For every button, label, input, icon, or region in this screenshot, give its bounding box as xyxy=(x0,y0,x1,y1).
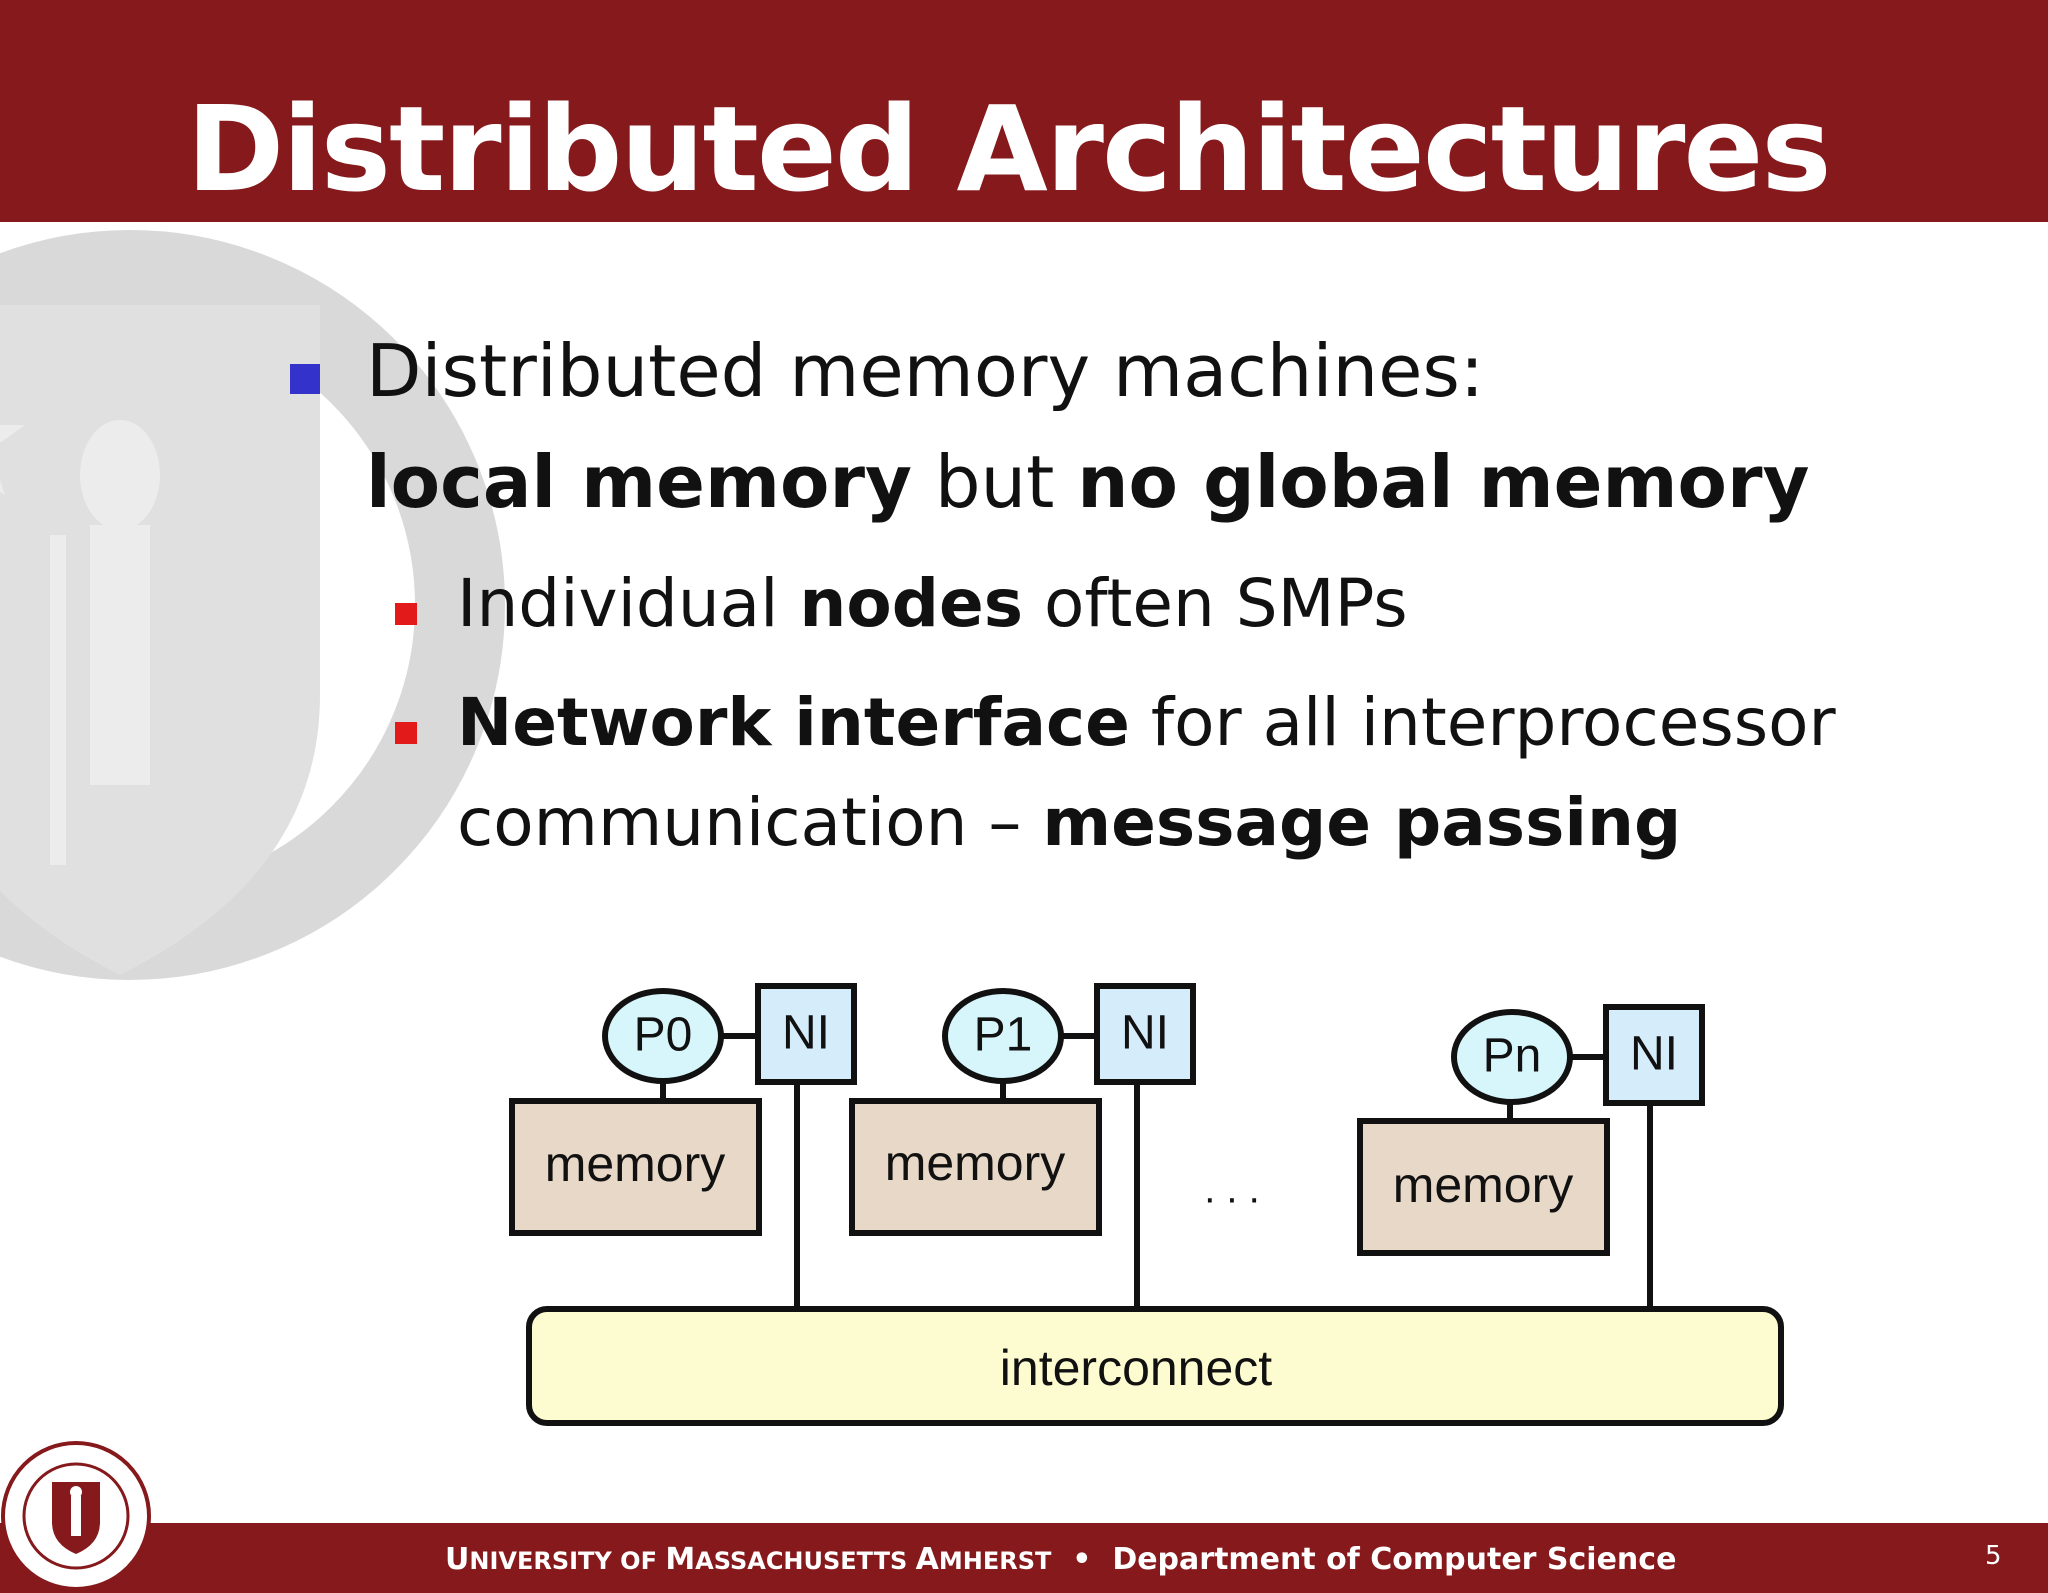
seal-watermark xyxy=(0,230,505,980)
footer-bar xyxy=(0,1523,2048,1593)
sub-bullet-square-icon xyxy=(395,722,417,744)
bullet-1-line-1: Distributed memory machines: xyxy=(366,329,1485,413)
text-individual: Individual xyxy=(457,565,800,642)
network-interface-0-label: NI xyxy=(782,1007,830,1060)
emphasis-nodes: nodes xyxy=(799,565,1024,642)
bullet-square-icon xyxy=(290,364,320,394)
processor-pn-label: Pn xyxy=(1483,1030,1542,1083)
page-number: 5 xyxy=(1985,1541,2002,1571)
footer-mherst: MHERST xyxy=(938,1547,1052,1575)
footer-separator: • xyxy=(1072,1542,1092,1577)
text-but: but xyxy=(911,440,1078,524)
processor-p0 xyxy=(602,988,724,1084)
footer-university: UNIVERSITY OF MASSACHUSETTS AMHERST • De… xyxy=(445,1540,1676,1581)
emphasis-network-interface: Network interface xyxy=(457,684,1130,761)
memory-1-label: memory xyxy=(885,1135,1066,1191)
network-interface-n xyxy=(1603,1004,1705,1106)
text-communication: communication – xyxy=(457,784,1043,861)
sub-bullet-square-icon xyxy=(395,603,417,625)
memory-0-label: memory xyxy=(545,1136,726,1192)
processor-pn xyxy=(1451,1009,1573,1105)
footer-department: Department of Computer Science xyxy=(1112,1542,1677,1577)
footer-a: A xyxy=(915,1542,939,1577)
ellipsis: . . . xyxy=(1204,1168,1260,1212)
text-often-smps: often SMPs xyxy=(1023,565,1408,642)
network-interface-0 xyxy=(755,983,857,1085)
network-interface-n-label: NI xyxy=(1630,1028,1678,1081)
memory-n xyxy=(1357,1118,1610,1256)
footer-u: U xyxy=(445,1542,470,1577)
footer-niversity: NIVERSITY OF xyxy=(469,1547,666,1575)
text-for-all: for all interprocessor xyxy=(1129,684,1836,761)
slide-title: Distributed Architectures xyxy=(186,80,1831,218)
memory-n-label: memory xyxy=(1393,1157,1574,1213)
network-interface-1-label: NI xyxy=(1121,1007,1169,1060)
footer-assachusetts: ASSACHUSETTS xyxy=(695,1547,916,1575)
sub-bullet-nodes: Individual nodes often SMPs xyxy=(457,562,1408,646)
sub-bullet-network-line-1: Network interface for all interprocessor xyxy=(457,681,1836,765)
processor-p1 xyxy=(942,988,1064,1084)
bullet-1-line-2: local memory but no global memory xyxy=(366,437,1809,527)
processor-p1-label: P1 xyxy=(974,1009,1033,1062)
footer-m: M xyxy=(665,1542,696,1577)
network-interface-1 xyxy=(1094,983,1196,1085)
sub-bullet-network-line-2: communication – message passing xyxy=(457,781,1681,865)
umass-seal-logo xyxy=(1,1441,151,1591)
memory-0 xyxy=(509,1098,762,1236)
emphasis-message-passing: message passing xyxy=(1042,784,1682,861)
emphasis-no-global-memory: no global memory xyxy=(1077,440,1810,524)
interconnect-bus xyxy=(526,1306,1784,1426)
title-bar xyxy=(0,0,2048,222)
interconnect-label: interconnect xyxy=(1000,1340,1272,1396)
emphasis-local-memory: local memory xyxy=(366,440,912,524)
memory-1 xyxy=(849,1098,1102,1236)
processor-p0-label: P0 xyxy=(634,1009,693,1062)
